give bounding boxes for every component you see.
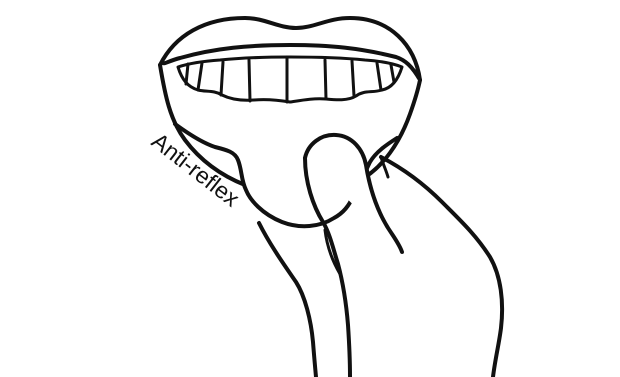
index-finger-outline — [259, 223, 316, 377]
palm-edge — [381, 157, 502, 377]
